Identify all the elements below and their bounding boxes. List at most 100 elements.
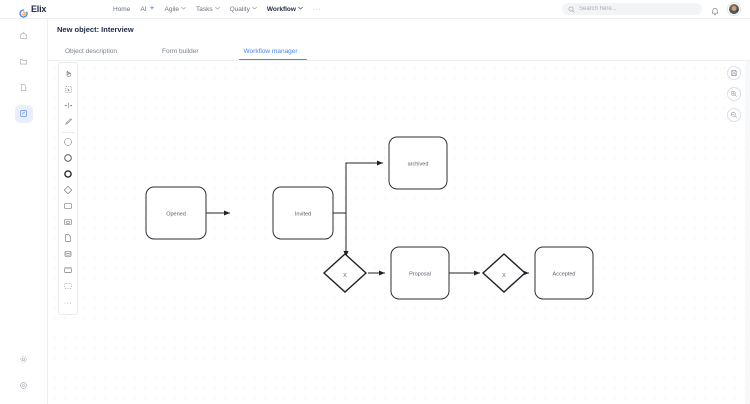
nav-label: Workflow	[266, 5, 296, 13]
nav-label: Home	[113, 5, 131, 13]
nav-label: Quality	[229, 5, 250, 13]
diagram-canvas[interactable]	[48, 61, 750, 404]
tool-palette: ···	[58, 62, 78, 315]
tab-object-description[interactable]: Object description	[65, 48, 118, 55]
select-tool[interactable]	[60, 82, 76, 98]
nav-label: Tasks	[195, 5, 213, 13]
page-title: New object: Interview	[57, 24, 134, 34]
pen-icon	[64, 113, 73, 131]
chevron-down-icon	[251, 6, 257, 12]
gateway-symbol: X	[502, 273, 506, 279]
pen-tool[interactable]	[60, 114, 76, 130]
node-opened[interactable]: Opened	[145, 186, 207, 240]
subprocess-tool[interactable]	[60, 215, 76, 231]
folder-icon	[19, 53, 28, 71]
sidebar-item-settings[interactable]	[15, 351, 33, 369]
database-tool[interactable]	[60, 247, 76, 263]
sidebar-item-documents[interactable]	[15, 79, 33, 97]
more-dots-icon: ···	[63, 299, 73, 307]
nav-label: AI	[140, 5, 147, 13]
node-proposal[interactable]: Proposal	[390, 246, 450, 300]
dashed-rect-icon	[63, 278, 73, 296]
card-tool[interactable]	[60, 263, 76, 279]
page-header: New object: Interview	[48, 19, 750, 39]
node-accepted[interactable]: Accepted	[534, 246, 594, 300]
node-invited[interactable]: Invited	[272, 186, 334, 240]
hand-pan-tool[interactable]	[60, 66, 76, 82]
user-avatar[interactable]	[728, 3, 740, 15]
tab-bar: Object description Form builder Workflow…	[48, 39, 750, 60]
node-label: archived	[408, 161, 429, 167]
canvas-controls	[727, 66, 741, 122]
workflow-square-icon	[19, 105, 28, 123]
circle-medium-tool[interactable]	[60, 151, 76, 167]
workflow-diagram[interactable]: Opened Invited archived X	[48, 61, 750, 404]
zoom-in-icon	[730, 85, 738, 103]
dashed-group-tool[interactable]	[60, 279, 76, 295]
hand-icon	[64, 65, 73, 83]
node-archived[interactable]: archived	[388, 136, 448, 190]
connector-tool[interactable]	[60, 98, 76, 114]
edge-invited-gateway1[interactable]	[333, 212, 349, 258]
gear-icon	[19, 351, 28, 369]
node-gateway2[interactable]: X	[481, 253, 527, 293]
brand-name: Elix	[31, 4, 47, 14]
nav-item-agile[interactable]: Agile	[165, 6, 186, 13]
card-icon	[63, 262, 73, 280]
tab-workflow-manager[interactable]: Workflow manager	[238, 48, 311, 60]
document-icon	[63, 230, 73, 248]
edge-invited-archived[interactable]	[333, 160, 384, 214]
node-gateway1[interactable]: X	[322, 253, 368, 293]
diamond-tool[interactable]	[60, 183, 76, 199]
nav-item-tasks[interactable]: Tasks	[196, 6, 220, 13]
nav-label: Agile	[164, 5, 179, 13]
nav-item-workflow[interactable]: Workflow	[267, 6, 303, 13]
bell-icon[interactable]	[710, 4, 720, 16]
main-content: New object: Interview Object description…	[48, 19, 750, 404]
brand-logo[interactable]: Elix	[19, 4, 91, 18]
search-container[interactable]	[562, 3, 702, 15]
top-navigation-bar: Elix Home AI Agile Tasks	[0, 0, 750, 19]
subprocess-icon	[63, 214, 73, 232]
sparkle-icon	[149, 5, 155, 13]
sidebar-item-folders[interactable]	[15, 53, 33, 71]
circle-bold-icon	[63, 166, 73, 184]
help-circle-icon	[19, 377, 28, 395]
nav-overflow-button[interactable]: ···	[312, 5, 322, 13]
palette-more-button[interactable]: ···	[60, 295, 76, 311]
home-icon	[19, 27, 28, 45]
canvas-scrollbar[interactable]	[745, 61, 750, 404]
sidebar-item-home[interactable]	[15, 27, 33, 45]
zoom-out-button[interactable]	[727, 108, 741, 122]
circle-bold-tool[interactable]	[60, 167, 76, 183]
sidebar-item-workflows[interactable]	[14, 105, 33, 123]
left-sidebar	[0, 19, 48, 404]
node-label: Proposal	[409, 271, 431, 277]
rounded-rect-icon	[63, 198, 73, 216]
database-icon	[63, 246, 73, 264]
zoom-in-button[interactable]	[727, 87, 741, 101]
workflow-editor[interactable]: ···	[48, 60, 750, 404]
node-label: Accepted	[553, 271, 576, 277]
zoom-out-icon	[730, 106, 738, 124]
node-label: Opened	[166, 211, 186, 217]
gateway-symbol: X	[343, 273, 347, 279]
nav-item-quality[interactable]: Quality	[230, 6, 257, 13]
chevron-down-icon	[214, 6, 220, 12]
tab-form-builder[interactable]: Form builder	[162, 48, 199, 55]
header-actions	[562, 3, 740, 16]
palette-divider	[61, 132, 75, 133]
nav-item-ai[interactable]: AI	[140, 5, 154, 13]
sidebar-item-help[interactable]	[15, 377, 33, 395]
rounded-rect-tool[interactable]	[60, 199, 76, 215]
chevron-down-icon	[181, 6, 186, 12]
chevron-down-icon	[298, 6, 303, 12]
file-icon	[19, 79, 28, 97]
nav-item-home[interactable]: Home	[113, 6, 130, 13]
circle-thin-icon	[63, 134, 73, 152]
search-input[interactable]	[579, 6, 696, 12]
save-button[interactable]	[727, 66, 741, 80]
document-tool[interactable]	[60, 231, 76, 247]
circle-thin-tool[interactable]	[60, 135, 76, 151]
